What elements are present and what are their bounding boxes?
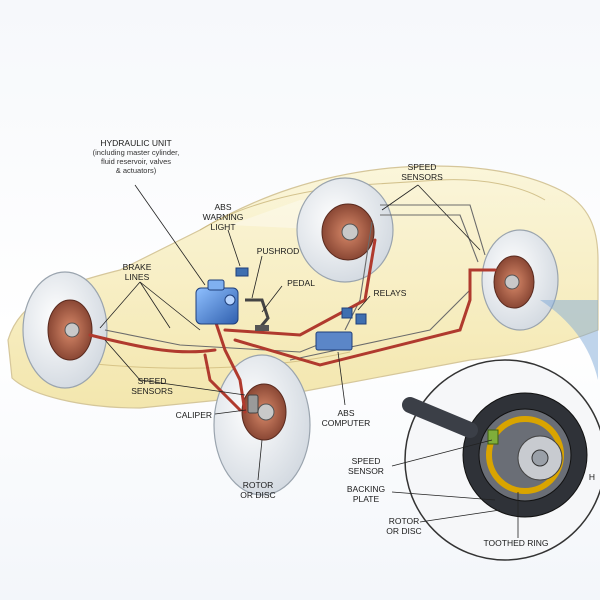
warning-light-icon bbox=[235, 267, 249, 277]
brake-lines bbox=[88, 238, 497, 414]
label-inset-toothed-ring: TOOTHED RING bbox=[483, 538, 549, 548]
wheel-left-rear bbox=[213, 354, 311, 496]
wheel-right-front bbox=[296, 177, 394, 283]
caliper-icon bbox=[247, 394, 259, 414]
label-inset-rotor-or-disc: ROTOR OR DISC bbox=[386, 516, 422, 536]
wheel-left-front bbox=[22, 271, 108, 389]
label-hydraulic-unit: HYDRAULIC UNIT bbox=[100, 138, 172, 148]
label-pushrod: PUSHROD bbox=[256, 246, 300, 256]
speed-sensor-icon bbox=[487, 429, 499, 445]
abs-computer-icon bbox=[315, 331, 353, 351]
leader-lines bbox=[99, 184, 519, 538]
pedal-icon bbox=[245, 298, 270, 331]
label-caliper: CALIPER bbox=[175, 410, 212, 420]
inset-zoom bbox=[402, 359, 600, 561]
label-pedal: PEDAL bbox=[287, 278, 315, 288]
label-inset-backing-plate: BACKING PLATE bbox=[346, 484, 386, 504]
label-inset-speed-sensor: SPEED SENSOR bbox=[348, 456, 384, 476]
label-relays: RELAYS bbox=[373, 288, 407, 298]
relay-icon bbox=[341, 307, 367, 325]
label-inset-hub-cut: H bbox=[588, 472, 596, 482]
label-speed-sensors-left: SPEED SENSORS bbox=[131, 376, 173, 396]
wheel-right-rear bbox=[481, 229, 559, 331]
label-hydraulic-unit-detail: (including master cylinder, fluid reserv… bbox=[92, 148, 180, 175]
hydraulic-unit-icon bbox=[195, 279, 239, 325]
label-abs-computer: ABS COMPUTER bbox=[321, 408, 371, 428]
label-abs-warning-light: ABS WARNING LIGHT bbox=[202, 202, 244, 232]
label-rotor-or-disc: ROTOR OR DISC bbox=[240, 480, 276, 500]
label-brake-lines: BRAKE LINES bbox=[122, 262, 152, 282]
label-speed-sensors-top: SPEED SENSORS bbox=[401, 162, 443, 182]
